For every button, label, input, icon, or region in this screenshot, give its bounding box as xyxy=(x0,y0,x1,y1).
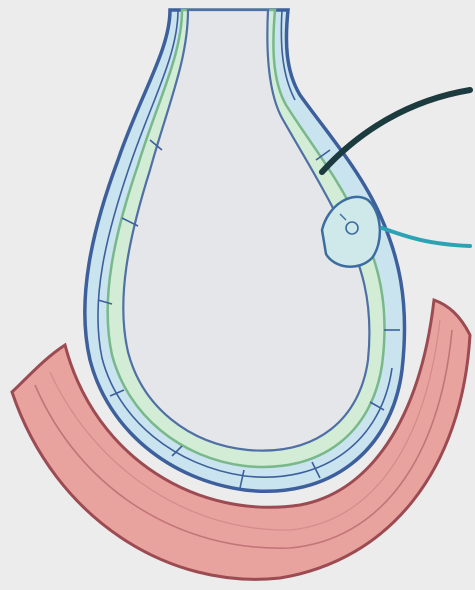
diagram-canvas xyxy=(0,0,475,590)
diagram-figure xyxy=(0,0,475,590)
